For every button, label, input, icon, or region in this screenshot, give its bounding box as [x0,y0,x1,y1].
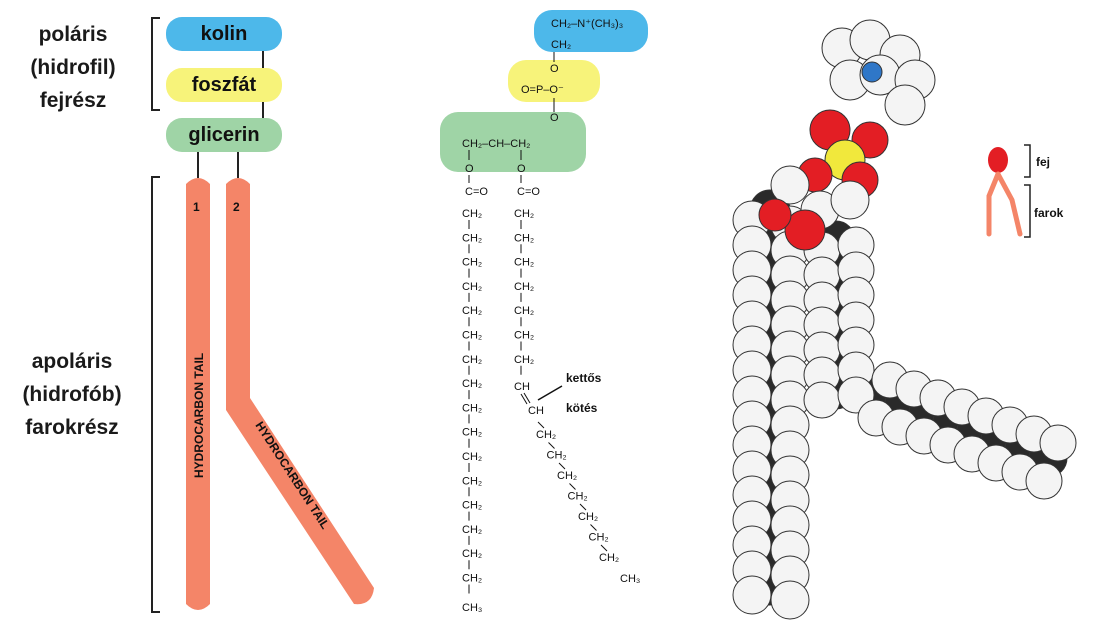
tail-label-line-2: (hidrofób) [22,383,122,406]
chain2-ch2: CH₂ [514,330,534,342]
chain2-ch-1: CH [514,381,530,393]
phosphate-formula-box [508,60,600,102]
phosphate-formula-middle: O=P–O⁻ [521,84,564,96]
choline-formula-line-1: CH₂–N⁺(CH₃)₃ [551,18,623,30]
chain1-ch2: CH₂ [462,402,482,414]
hydrocarbon-tail-1 [186,178,210,610]
hydrocarbon-tail-2 [226,178,374,605]
tail-bracket [151,176,160,613]
chain1-ch2: CH₂ [462,475,482,487]
chain1-ch2: CH₂ [462,500,482,512]
double-bond-label-line-1: kettős [566,371,602,385]
choline-formula-line-2: CH₂ [551,39,571,51]
nitrogen-atom [861,61,883,83]
chain2-ch-2: CH [528,405,544,417]
hydrogen-atom [770,165,810,205]
choline-formula-box [534,10,648,52]
double-bond-label-line-2: kötés [566,401,598,415]
chain1-ch2: CH₂ [462,427,482,439]
glycerol-box: glicerin [166,118,282,152]
ester-oxygen-1: O [465,163,474,175]
tail-2-text: HYDROCARBON TAIL [252,419,332,532]
hydrogen-atom [884,84,926,126]
ester-oxygen-2: O [517,163,526,175]
glycerol-label: glicerin [188,123,260,146]
chain1-ch2: CH₂ [462,573,482,585]
chain2-ch2-kinked: CH₂ [578,511,598,523]
legend-tail-icon [986,171,1023,237]
chain1-ch2: CH₂ [462,257,482,269]
chain2-ch2-kinked: CH₂ [557,470,577,482]
chain1-ch2: CH₂ [462,378,482,390]
tail-label-line-1: apoláris [31,350,113,373]
double-bond-pointer [537,385,563,401]
choline-label: kolin [200,22,248,45]
hydrogen-atom [1025,462,1063,500]
head-label-line-3: fejrész [39,89,107,112]
hydrogen-atom [803,381,841,419]
phosphate-formula-o-bottom: O [550,112,559,124]
chain1-ch2: CH₂ [462,208,482,220]
head-label-line-2: (hidrofil) [30,56,116,79]
chain2-ch2-kinked: CH₂ [589,532,609,544]
chain1-ch3: CH₃ [462,602,482,614]
tail-number-1: 1 [193,200,200,214]
tail-label-line-3: farokrész [25,416,119,439]
chain2-ch2: CH₂ [514,257,534,269]
chain1-ch2: CH₂ [462,451,482,463]
phosphate-label: foszfát [191,73,257,96]
chain2-ch2: CH₂ [514,354,534,366]
head-label-line-1: poláris [38,23,108,46]
space-filling-model [732,19,1077,620]
chain1-ch2: CH₂ [462,281,482,293]
hydrogen-atom [770,580,810,620]
chain2-ch2: CH₂ [514,208,534,220]
legend-tail-label: farok [1034,206,1064,220]
carbonyl-group-2: C=O [517,186,540,198]
tail-1-text: HYDROCARBON TAIL [192,353,206,478]
chain1-ch2: CH₂ [462,305,482,317]
chain2-ch2: CH₂ [514,281,534,293]
phosphate-formula-o-top: O [550,63,559,75]
hydrogen-atom [732,575,772,615]
chain1-ch2: CH₂ [462,548,482,560]
chain2-ch2-kinked: CH₂ [568,491,588,503]
hydrogen-atom [1039,424,1077,462]
tail-region-label: apoláris (hidrofób) farokrész [2,345,142,444]
chain2-ch2-kinked: CH₂ [547,450,567,462]
chain1-ch2: CH₂ [462,330,482,342]
legend-head-bracket [1024,144,1031,178]
legend-head-label: fej [1036,155,1050,169]
chain1-ch2: CH₂ [462,354,482,366]
legend-tail-bracket [1024,184,1031,238]
legend-head-icon [988,147,1008,173]
chain2-ch3: CH₃ [620,573,640,585]
phosphate-box: foszfát [166,68,282,102]
chain2-ch2: CH₂ [514,232,534,244]
carbonyl-group-1: C=O [465,186,488,198]
chain2-ch2-kinked: CH₂ [536,429,556,441]
head-region-label: poláris (hidrofil) fejrész [8,18,138,117]
hydrogen-atom [830,180,870,220]
head-bracket [151,17,160,111]
glycerol-formula: CH₂–CH–CH₂ [462,138,530,150]
chain2-ch2-kinked: CH₂ [599,552,619,564]
tail-number-2: 2 [233,200,240,214]
oxygen-atom [784,209,826,251]
oxygen-atom [758,198,792,232]
fatty-acid-chains: O C=O O C=O CH₂ CH₂ CH₂ CH₂ CH₂ CH₂ CH₂ CH₂ CH₂ CH₂ CH… [462,150,640,614]
choline-box: kolin [166,17,282,51]
chain1-ch2: CH₂ [462,232,482,244]
chain2-ch2: CH₂ [514,305,534,317]
glycerol-formula-box [440,112,586,172]
chain1-ch2: CH₂ [462,524,482,536]
